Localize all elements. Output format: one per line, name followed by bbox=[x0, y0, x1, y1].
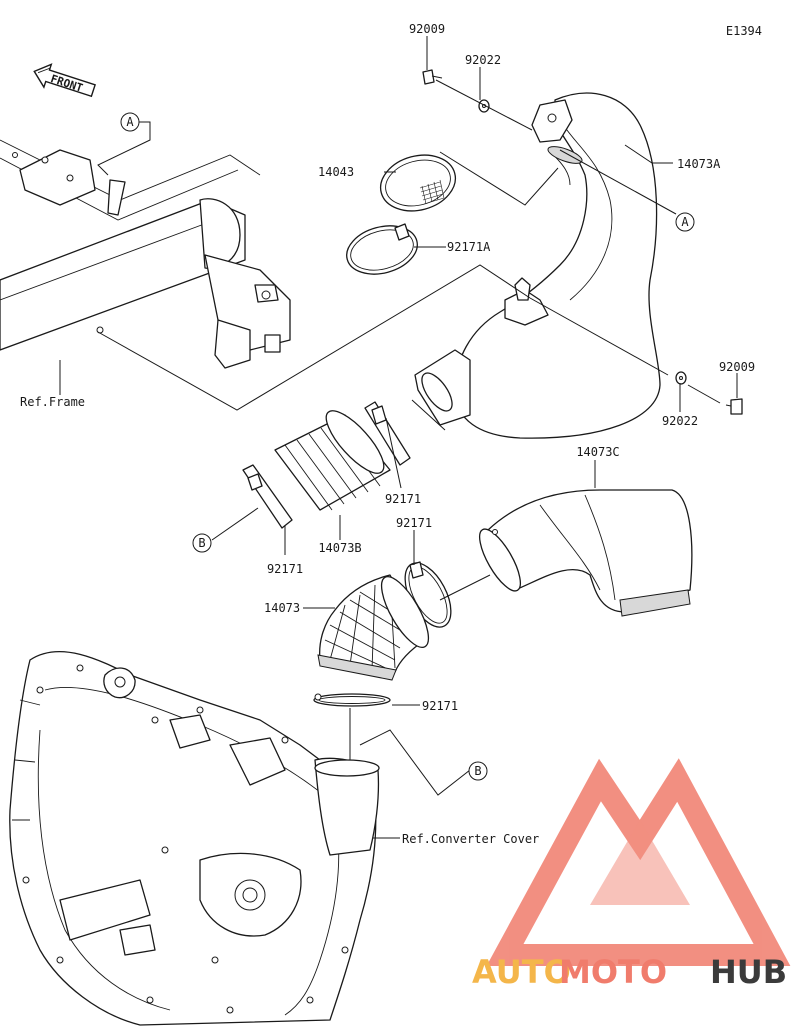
clamp-92171-mid-upper bbox=[364, 401, 411, 466]
label-bolt-92009-top: 92009 bbox=[409, 22, 445, 36]
clamp-92171-mid-lower bbox=[404, 561, 452, 628]
clamp-92171a bbox=[346, 223, 418, 275]
callout-b-left: B bbox=[192, 533, 212, 553]
label-duct-14073b: 14073B bbox=[318, 541, 361, 555]
bolt-92009-right bbox=[725, 398, 743, 415]
label-ref-frame: Ref.Frame bbox=[20, 395, 85, 409]
callout-b-left-text: B bbox=[198, 536, 205, 550]
label-clamp-92171-bottom: 92171 bbox=[422, 699, 458, 713]
label-screen-14043: 14043 bbox=[318, 165, 354, 179]
diagram-code: E1394 bbox=[726, 24, 762, 38]
label-duct-14073a: 14073A bbox=[677, 157, 721, 171]
callout-a-top-text: A bbox=[126, 115, 134, 129]
watermark-logo bbox=[486, 758, 791, 966]
callout-b-bottom-text: B bbox=[474, 764, 481, 778]
bolt-92009-top bbox=[422, 69, 443, 85]
duct-14073a bbox=[414, 92, 661, 439]
watermark-text: AUTO MOTO HUB bbox=[472, 953, 787, 991]
watermark-hub: HUB bbox=[710, 953, 787, 991]
clamp-92171-left bbox=[242, 464, 293, 529]
callout-a-right: A bbox=[675, 212, 695, 232]
label-ref-converter-cover: Ref.Converter Cover bbox=[402, 832, 539, 846]
duct-14073 bbox=[317, 574, 430, 681]
callout-a-right-text: A bbox=[681, 215, 689, 229]
leader-lines bbox=[59, 36, 738, 839]
label-clamp-92171-mid-lower: 92171 bbox=[396, 516, 432, 530]
clamp-92171-bottom bbox=[313, 693, 391, 707]
duct-14073b bbox=[274, 410, 391, 511]
label-washer-92022-top: 92022 bbox=[465, 53, 501, 67]
callout-a-top: A bbox=[120, 112, 140, 132]
label-clamp-92171-mid-upper: 92171 bbox=[385, 492, 421, 506]
screen-14043 bbox=[379, 154, 457, 212]
label-clamp-92171a: 92171A bbox=[447, 240, 491, 254]
converter-cover bbox=[9, 650, 380, 1026]
label-duct-14073c: 14073C bbox=[576, 445, 619, 459]
washer-92022-top bbox=[478, 99, 490, 113]
duct-14073c bbox=[478, 489, 693, 617]
label-washer-92022-right: 92022 bbox=[662, 414, 698, 428]
frame-assembly bbox=[0, 139, 291, 369]
label-bolt-92009-right: 92009 bbox=[719, 360, 755, 374]
label-clamp-92171-left: 92171 bbox=[267, 562, 303, 576]
watermark-auto: AUTO bbox=[472, 953, 571, 991]
label-duct-14073: 14073 bbox=[264, 601, 300, 615]
washer-92022-right bbox=[675, 371, 687, 385]
callout-b-bottom: B bbox=[468, 761, 488, 781]
screen-mesh bbox=[419, 179, 445, 205]
front-arrow: FRONT bbox=[33, 63, 96, 98]
watermark-moto: MOTO bbox=[559, 953, 667, 991]
